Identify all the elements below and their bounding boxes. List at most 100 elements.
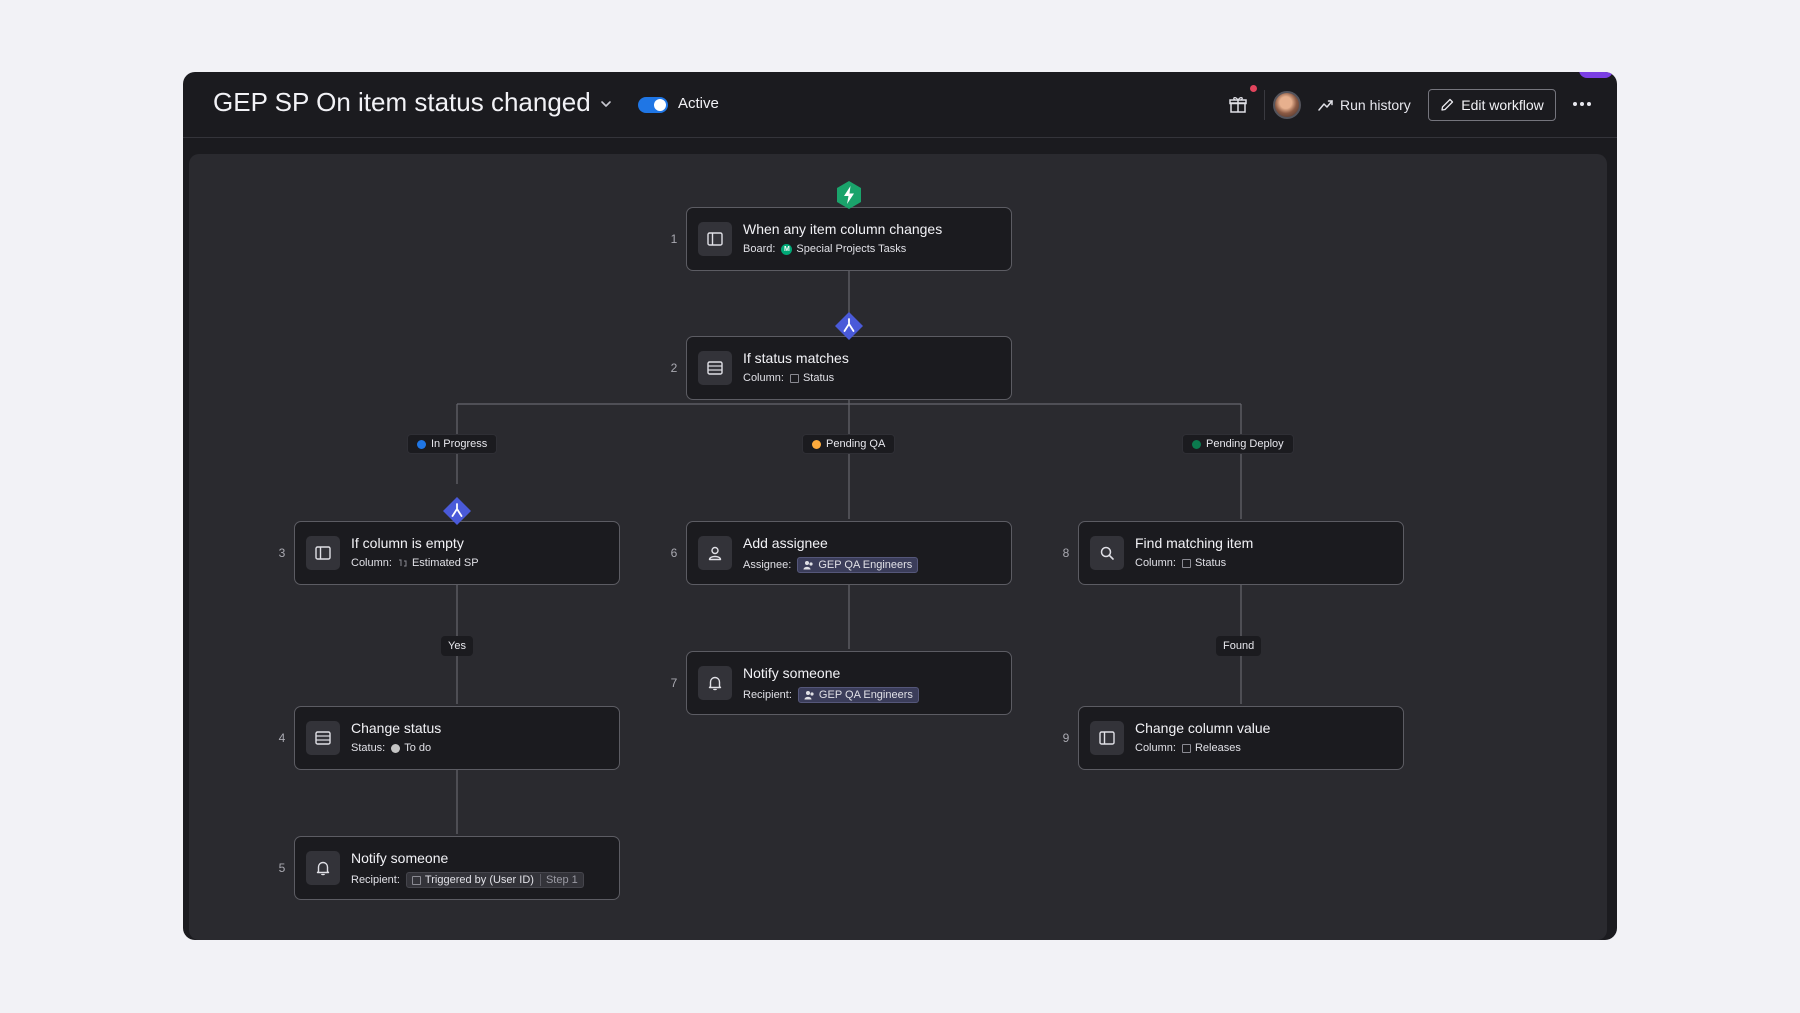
- node-sub-key: Status:: [351, 742, 386, 754]
- branch-diamond-icon: [443, 497, 471, 525]
- condition-node-empty[interactable]: If column is empty Column: Estimated SP: [294, 521, 620, 585]
- status-dot: [417, 439, 426, 449]
- node-subtitle: Column: Status: [1135, 557, 1226, 569]
- header-divider: [1264, 90, 1265, 120]
- action-node-change-status[interactable]: Change status Status: To do: [294, 706, 620, 770]
- step-number: 8: [1062, 546, 1070, 560]
- path-found[interactable]: Found: [1216, 636, 1262, 656]
- status-dot: [1192, 439, 1201, 449]
- node-sub-key: Column:: [1135, 742, 1176, 754]
- branch-in-progress[interactable]: In Progress: [407, 434, 498, 454]
- board-badge-icon: M: [781, 243, 793, 255]
- node-sub-key: Column:: [351, 557, 392, 569]
- node-subtitle: Assignee: GEP QA Engineers: [743, 557, 919, 573]
- node-subtitle: Column: Estimated SP: [351, 557, 479, 569]
- corner-accent: [1579, 72, 1613, 78]
- column-name: Status: [802, 372, 835, 384]
- node-title: Notify someone: [743, 665, 841, 681]
- lightning-bolt-icon: [837, 181, 861, 209]
- board-icon: [306, 536, 340, 570]
- toggle-knob: [654, 99, 666, 111]
- step-number: 7: [670, 676, 678, 690]
- node-sub-key: Assignee:: [743, 559, 792, 571]
- step-number: 4: [278, 731, 286, 745]
- table-rows-icon: [306, 721, 340, 755]
- gift-icon[interactable]: [1227, 94, 1249, 116]
- bell-icon: [306, 851, 340, 885]
- branch-label: Pending QA: [826, 438, 886, 450]
- status-dot: [391, 743, 401, 753]
- bell-icon: [698, 666, 732, 700]
- recipient-chip: Triggered by (User ID) Step 1: [405, 872, 584, 888]
- node-title: Change status: [351, 720, 442, 736]
- step-number: 5: [278, 861, 286, 875]
- node-title: If column is empty: [351, 535, 464, 551]
- step-number: 3: [278, 546, 286, 560]
- action-node-find-item[interactable]: Find matching item Column: Status: [1078, 521, 1404, 585]
- column-icon: [1181, 743, 1191, 753]
- recipient-name: GEP QA Engineers: [818, 689, 913, 701]
- team-icon: [803, 561, 813, 570]
- person-icon: [698, 536, 732, 570]
- active-toggle[interactable]: [638, 97, 668, 113]
- node-sub-key: Column:: [1135, 557, 1176, 569]
- edit-workflow-label: Edit workflow: [1461, 97, 1544, 113]
- branch-diamond-icon: [835, 312, 863, 340]
- recipient-name: Triggered by (User ID): [424, 874, 534, 886]
- run-history-button[interactable]: Run history: [1318, 94, 1411, 116]
- node-sub-key: Board:: [743, 243, 776, 255]
- action-node-change-column[interactable]: Change column value Column: Releases: [1078, 706, 1404, 770]
- ellipsis-icon: [1573, 102, 1577, 106]
- column-name: Status: [1194, 557, 1227, 569]
- avatar[interactable]: [1273, 91, 1301, 119]
- person-column-icon: [411, 875, 421, 885]
- board-icon: [698, 222, 732, 256]
- active-label: Active: [678, 95, 719, 112]
- table-rows-icon: [698, 351, 732, 385]
- node-sub-key: Column:: [743, 372, 784, 384]
- branch-pending-deploy[interactable]: Pending Deploy: [1182, 434, 1294, 454]
- step-number: 9: [1062, 731, 1070, 745]
- workflow-window: GEP SP On item status changed Active Run…: [183, 72, 1617, 940]
- step-number: 1: [670, 232, 678, 246]
- more-options-button[interactable]: [1568, 92, 1596, 116]
- action-node-notify-qa[interactable]: Notify someone Recipient: GEP QA Enginee…: [686, 651, 1012, 715]
- board-name: Special Projects Tasks: [796, 243, 907, 255]
- assignee-name: GEP QA Engineers: [818, 559, 913, 571]
- branch-pending-qa[interactable]: Pending QA: [802, 434, 896, 454]
- board-icon: [1090, 721, 1124, 755]
- node-subtitle: Recipient: GEP QA Engineers: [743, 687, 919, 703]
- recipient-step: Step 1: [539, 874, 578, 886]
- ellipsis-dot: [1580, 102, 1584, 106]
- column-icon: [1181, 558, 1191, 568]
- ellipsis-dot: [1587, 102, 1591, 106]
- node-subtitle: Column: Status: [743, 372, 834, 384]
- run-history-label: Run history: [1340, 97, 1411, 113]
- step-number: 6: [670, 546, 678, 560]
- workflow-header: GEP SP On item status changed Active Run…: [183, 72, 1617, 138]
- node-sub-key: Recipient:: [351, 874, 400, 886]
- team-icon: [804, 691, 814, 700]
- path-yes[interactable]: Yes: [441, 636, 473, 656]
- node-title: Notify someone: [351, 850, 449, 866]
- step-number: 2: [670, 361, 678, 375]
- assignee-chip: GEP QA Engineers: [797, 557, 919, 573]
- recipient-chip: GEP QA Engineers: [797, 687, 919, 703]
- edit-workflow-button[interactable]: Edit workflow: [1428, 89, 1556, 121]
- column-value: Estimated SP: [398, 557, 479, 569]
- node-title: Add assignee: [743, 535, 828, 551]
- chevron-down-icon[interactable]: [599, 97, 613, 111]
- action-node-notify-triggered[interactable]: Notify someone Recipient: Triggered by (…: [294, 836, 620, 900]
- column-value: Status: [1181, 557, 1227, 569]
- status-name: To do: [404, 742, 432, 754]
- column-name: Releases: [1194, 742, 1241, 754]
- workflow-title[interactable]: GEP SP On item status changed: [213, 87, 591, 117]
- column-value: Status: [789, 372, 835, 384]
- action-node-add-assignee[interactable]: Add assignee Assignee: GEP QA Engineers: [686, 521, 1012, 585]
- node-subtitle: Status: To do: [351, 742, 431, 754]
- condition-node-status[interactable]: If status matches Column: Status: [686, 336, 1012, 400]
- status-value: To do: [391, 742, 431, 754]
